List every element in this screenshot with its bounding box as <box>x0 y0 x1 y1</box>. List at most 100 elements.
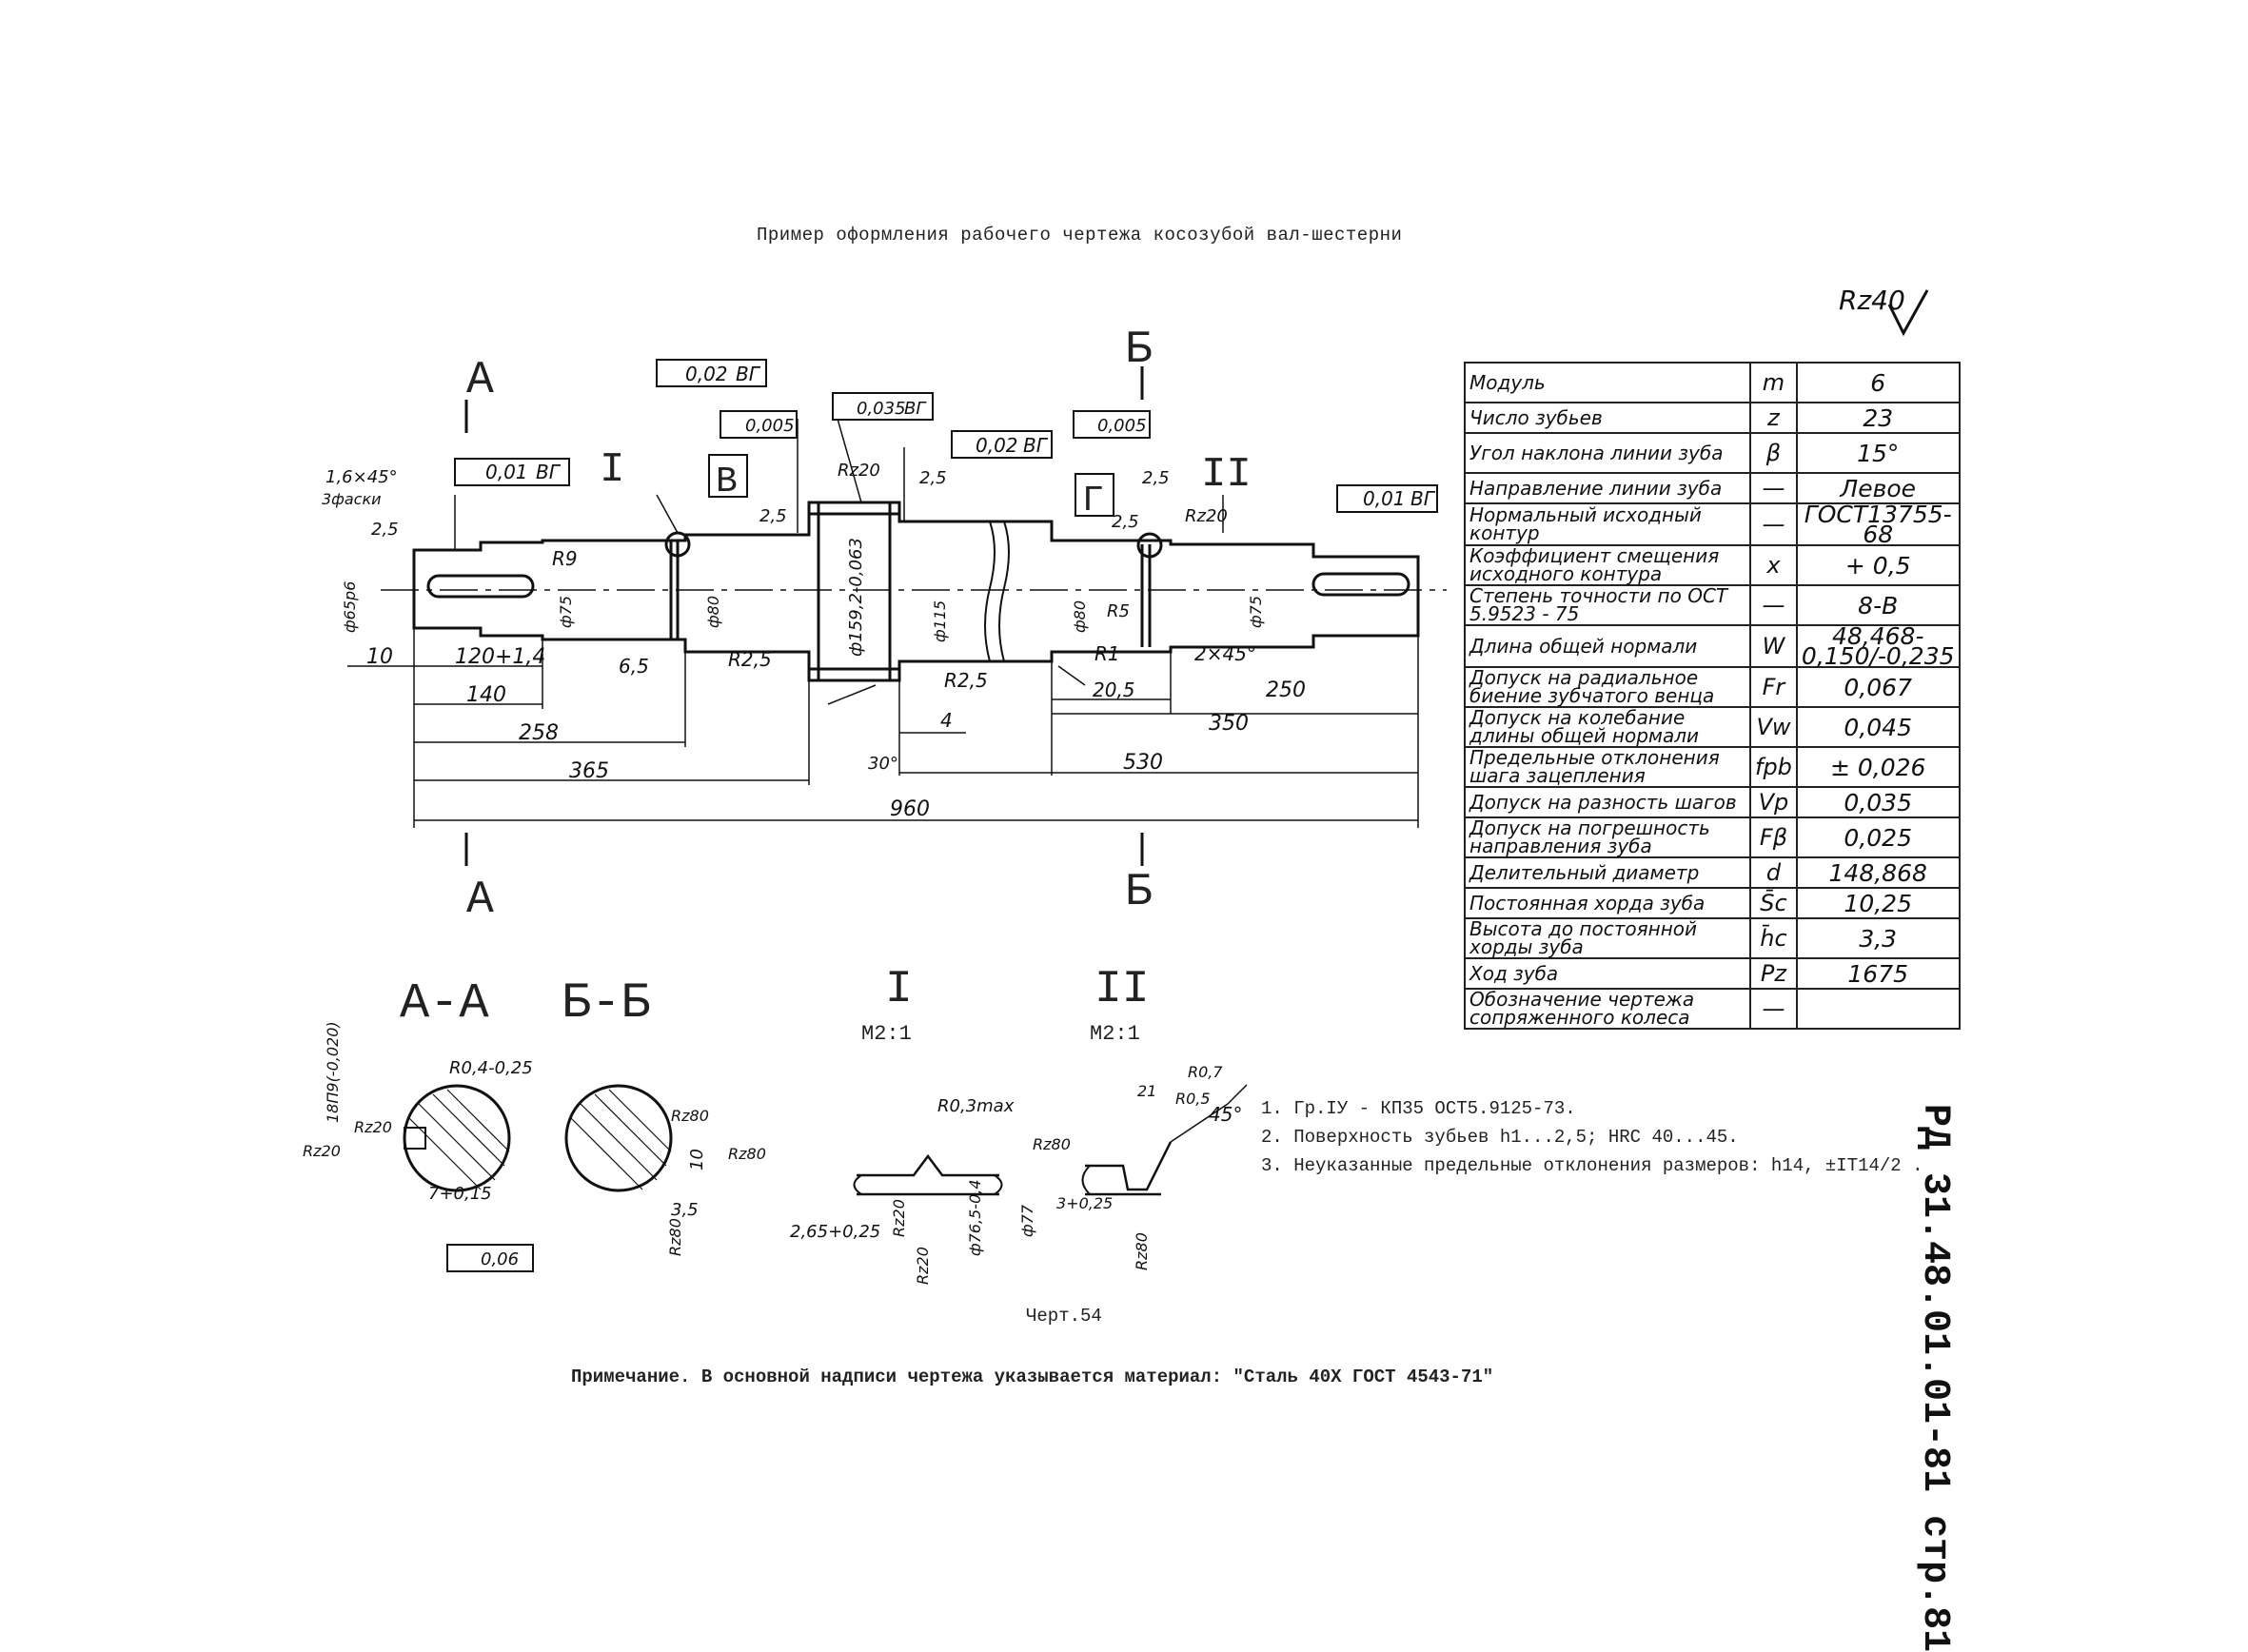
page-title: Пример оформления рабочего чертежа косоз… <box>757 225 1403 246</box>
param-symbol: Vp <box>1749 786 1798 818</box>
i-d765: ф76,5-0,4 <box>966 1179 984 1256</box>
dim-2-5-c: 2,5 <box>919 468 947 488</box>
dim-l350: 350 <box>1209 712 1249 736</box>
view-bb-title: Б-Б <box>562 975 651 1032</box>
param-value: 0,045 <box>1795 706 1961 748</box>
param-name: Коэффициент смещения исходного контура <box>1464 544 1751 586</box>
dim-l250: 250 <box>1266 678 1306 702</box>
param-value: 8-В <box>1795 584 1961 626</box>
dim-l10: 10 <box>366 645 393 669</box>
section-a-bottom: А <box>466 875 494 926</box>
param-name: Угол наклона линии зуба <box>1464 432 1751 474</box>
aa-width: 7+0,15 <box>428 1184 492 1204</box>
tol-7: 0,01 <box>1363 487 1406 510</box>
aa-spec: 18П9(-0,020) <box>324 1021 342 1123</box>
dim-d115: ф115 <box>931 600 949 642</box>
param-symbol: Vw <box>1749 706 1798 748</box>
param-name: Допуск на колебание длины общей нормали <box>1464 706 1751 748</box>
ii-45: 45° <box>1209 1103 1242 1126</box>
param-symbol: z <box>1749 402 1798 434</box>
param-name: Нормальный исходный контур <box>1464 502 1751 546</box>
bb-10: 10 <box>687 1149 707 1170</box>
note-1: 1. Гр.IУ - КП35 ОСТ5.9125-73. <box>1261 1098 1576 1119</box>
param-name: Допуск на радиальное биение зубчатого ве… <box>1464 666 1751 708</box>
param-value <box>1795 988 1961 1030</box>
note-3: 3. Неуказанные предельные отклонения раз… <box>1261 1155 1923 1176</box>
param-value: 0,025 <box>1795 816 1961 858</box>
bb-rz80b: Rz80 <box>728 1145 766 1163</box>
param-value: 15° <box>1795 432 1961 474</box>
aa-rz20b: Rz20 <box>303 1142 341 1160</box>
param-name: Делительный диаметр <box>1464 856 1751 889</box>
figure-caption: Черт.54 <box>1026 1306 1102 1327</box>
dim-30deg: 30° <box>868 754 898 774</box>
param-name: Предельные отклонения шага зацепления <box>1464 746 1751 788</box>
tol-6: 0,01 <box>485 461 528 483</box>
tol-6-base: ВГ <box>536 461 562 483</box>
view-aa-title: А-А <box>400 975 489 1032</box>
param-name: Модуль <box>1464 362 1751 403</box>
roughness-general: Rz40 <box>1839 285 1905 316</box>
dim-2-5-b: 2,5 <box>759 506 787 526</box>
ii-rz80a: Rz80 <box>1033 1135 1071 1153</box>
param-symbol: Pz <box>1749 957 1798 990</box>
i-r03: R0,3max <box>937 1096 1015 1116</box>
datum-g: Г <box>1082 481 1104 521</box>
param-value: 6 <box>1795 362 1961 403</box>
detail-i-scale: М2:1 <box>861 1022 912 1046</box>
detail-i-mark: I <box>600 446 624 494</box>
param-name: Направление линии зуба <box>1464 472 1751 504</box>
dim-d-gear: ф159,2-0,063 <box>846 538 866 657</box>
param-name: Высота до постоянной хорды зуба <box>1464 917 1751 959</box>
param-value: 0,067 <box>1795 666 1961 708</box>
ii-d77: ф77 <box>1018 1204 1036 1237</box>
datum-v: В <box>716 462 738 502</box>
dim-l4: 4 <box>940 709 953 732</box>
tol-5: 0,005 <box>1097 416 1147 436</box>
dim-r5: R5 <box>1107 601 1130 621</box>
dim-2x45: 2×45° <box>1194 642 1256 665</box>
param-name: Степень точности по ОСТ 5.9523 - 75 <box>1464 584 1751 626</box>
dim-l365: 365 <box>569 759 609 783</box>
param-value: 3,3 <box>1795 917 1961 959</box>
param-value: 1675 <box>1795 957 1961 990</box>
param-name: Обозначение чертежа сопряженного колеса <box>1464 988 1751 1030</box>
bb-3-5: 3,5 <box>671 1200 699 1220</box>
aa-r04: R0,4-0,25 <box>449 1058 533 1078</box>
param-name: Длина общей нормали <box>1464 624 1751 668</box>
param-value: ГОСТ13755-68 <box>1795 502 1961 546</box>
param-symbol: β <box>1749 432 1798 474</box>
i-rz20a: Rz20 <box>890 1199 908 1237</box>
ii-rz80b: Rz80 <box>1133 1232 1151 1270</box>
ii-3: 3+0,25 <box>1056 1194 1113 1212</box>
param-value: + 0,5 <box>1795 544 1961 586</box>
section-b-bottom: Б <box>1125 867 1153 918</box>
param-symbol: x <box>1749 544 1798 586</box>
detail-i-title: I <box>885 964 913 1015</box>
dim-chamfer: 1,6×45° <box>325 467 398 487</box>
tol-1: 0,02 <box>685 363 728 385</box>
param-symbol: S̄c <box>1749 887 1798 919</box>
dim-20-5: 20,5 <box>1093 678 1135 701</box>
rz20-a: Rz20 <box>838 461 880 481</box>
tol-3-base: ВГ <box>904 399 927 419</box>
param-symbol: W <box>1749 624 1798 668</box>
dim-r2-5-b: R2,5 <box>944 669 988 692</box>
param-name: Постоянная хорда зуба <box>1464 887 1751 919</box>
dim-l120: 120+1,4 <box>455 645 545 669</box>
param-name: Число зубьев <box>1464 402 1751 434</box>
detail-ii-title: II <box>1094 964 1150 1015</box>
bb-rz80a: Rz80 <box>671 1107 709 1125</box>
i-265: 2,65+0,25 <box>790 1222 880 1242</box>
note-2: 2. Поверхность зубьев h1...2,5; HRC 40..… <box>1261 1127 1739 1148</box>
section-a-top: А <box>466 355 494 406</box>
param-name: Допуск на разность шагов <box>1464 786 1751 818</box>
dim-d75-right: ф75 <box>1247 596 1265 628</box>
param-symbol: Fr <box>1749 666 1798 708</box>
technical-notes: 1. Гр.IУ - КП35 ОСТ5.9125-73. 2. Поверхн… <box>1261 1094 1923 1180</box>
tol-8: 0,06 <box>481 1249 519 1269</box>
dim-2-5-d: 2,5 <box>1112 512 1139 532</box>
param-value: 0,035 <box>1795 786 1961 818</box>
